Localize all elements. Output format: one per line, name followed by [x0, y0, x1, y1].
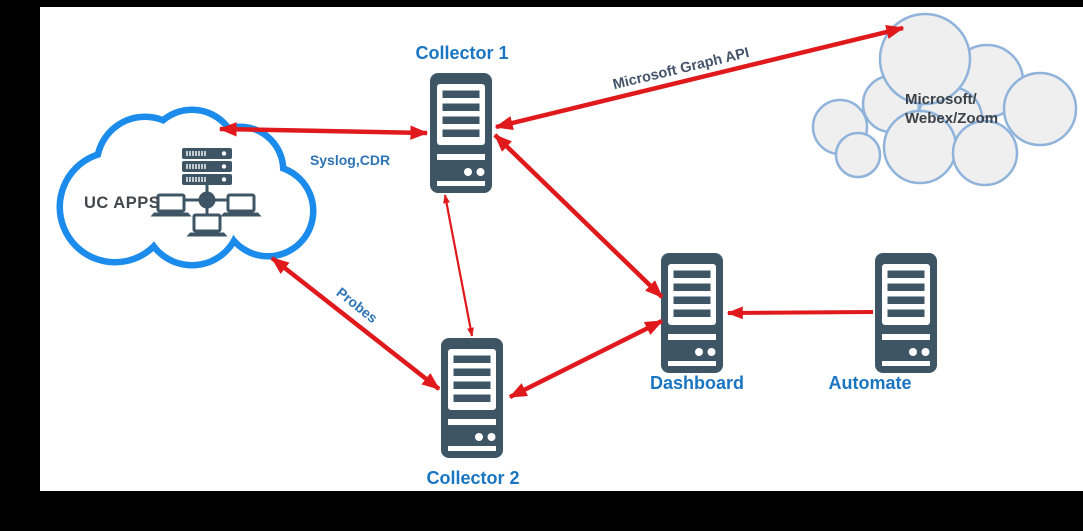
probes-label: Probes: [334, 284, 381, 326]
collector1-server: Collector 1: [415, 43, 509, 193]
diagram-canvas: UC APPS Microsoft/ Webex/Zoom: [40, 7, 1083, 491]
laptop-bottom-icon: [185, 213, 229, 238]
edge-collector1-collector2-arrow: [443, 194, 474, 337]
dashboard-server: Dashboard: [650, 253, 744, 393]
edge-collector1-mscloud-arrow: [494, 24, 905, 131]
syslog-cdr-label: Syslog,CDR: [310, 152, 390, 168]
network-icon: [149, 147, 263, 238]
architecture-diagram: UC APPS Microsoft/ Webex/Zoom: [56, 12, 1078, 488]
laptop-right-icon: [219, 193, 263, 218]
automate-label: Automate: [828, 373, 911, 393]
dashboard-label: Dashboard: [650, 373, 744, 393]
uc-cloud-outline: [56, 106, 317, 269]
collector1-label: Collector 1: [415, 43, 508, 63]
hub-icon: [198, 191, 216, 209]
edge-collector2-dashboard-arrow: [508, 318, 664, 400]
edge-collector1-dashboard-arrow: [493, 133, 664, 299]
collector2-server: Collector 2: [426, 338, 520, 488]
rack-server-icon: [181, 147, 233, 186]
uc-apps-cloud: UC APPS: [56, 106, 317, 269]
uc-apps-label: UC APPS: [84, 194, 160, 212]
automate-server: Automate: [828, 253, 937, 393]
collector2-label: Collector 2: [426, 468, 519, 488]
edge-ucapps-collector1-arrow: [218, 122, 429, 140]
ms-cloud-label-line2: Webex/Zoom: [905, 110, 998, 127]
ms-cloud-label-line1: Microsoft/: [905, 91, 978, 108]
edge-automate-dashboard-arrow: [726, 306, 874, 320]
edge-ucapps-collector2-arrow: [270, 256, 441, 391]
